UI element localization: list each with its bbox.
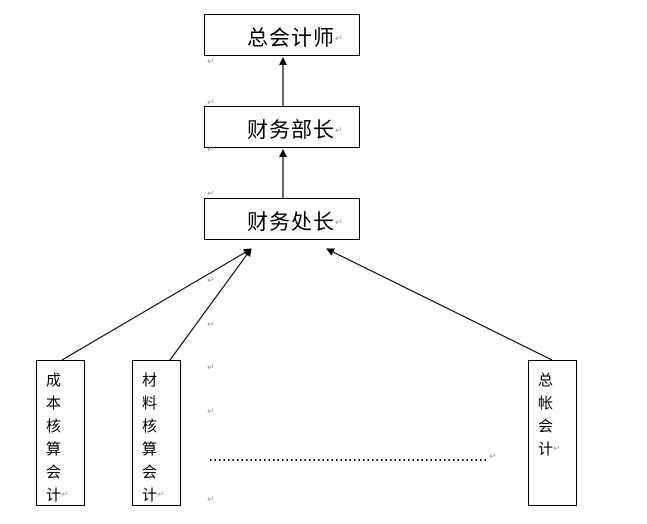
paragraph-mark-icon: ↵ bbox=[207, 495, 215, 505]
node-label: 成 本 核 算 会 计↵ bbox=[46, 369, 69, 507]
edge-material-to-director bbox=[169, 248, 252, 361]
paragraph-mark-icon: ↵ bbox=[157, 490, 165, 500]
paragraph-mark-icon: ↵ bbox=[61, 490, 69, 500]
paragraph-mark-icon: ↵ bbox=[207, 363, 215, 373]
char: 帐 bbox=[538, 394, 554, 412]
paragraph-mark-icon: ↵ bbox=[335, 218, 344, 228]
paragraph-mark-icon: ↵ bbox=[335, 34, 344, 44]
char: 会 bbox=[46, 463, 62, 481]
paragraph-mark-icon: ↵ bbox=[207, 320, 215, 330]
node-material-accountant: 材 料 核 算 会 计↵ bbox=[132, 360, 181, 506]
node-label: 总会计师 bbox=[247, 26, 335, 50]
char: 计 bbox=[142, 486, 158, 504]
node-label: 总 帐 会 计↵ bbox=[538, 369, 561, 461]
paragraph-mark-icon: ↵ bbox=[207, 276, 215, 286]
paragraph-mark-icon: ↵ bbox=[207, 57, 215, 67]
paragraph-mark-icon: ↵ bbox=[553, 444, 561, 454]
node-cost-accountant: 成 本 核 算 会 计↵ bbox=[36, 360, 85, 506]
char: 本 bbox=[46, 394, 62, 412]
paragraph-mark-icon: ↵ bbox=[207, 145, 215, 155]
node-label: 财务部长 bbox=[247, 118, 335, 142]
char: 会 bbox=[538, 417, 554, 435]
char: 会 bbox=[142, 463, 158, 481]
paragraph-mark-icon: ↵ bbox=[207, 98, 215, 108]
char: 计 bbox=[46, 486, 62, 504]
edge-ledger-to-director bbox=[326, 248, 553, 361]
paragraph-mark-icon: ↵ bbox=[489, 452, 497, 462]
char: 算 bbox=[46, 440, 62, 458]
node-general-ledger-accountant: 总 帐 会 计↵ bbox=[528, 360, 577, 506]
char: 料 bbox=[142, 394, 158, 412]
char: 成 bbox=[46, 371, 62, 389]
node-label: 材 料 核 算 会 计↵ bbox=[142, 369, 165, 507]
char: 核 bbox=[46, 417, 62, 435]
paragraph-mark-icon: ↵ bbox=[207, 407, 215, 417]
char: 算 bbox=[142, 440, 158, 458]
node-finance-minister: 财务部长↵ bbox=[204, 106, 360, 148]
paragraph-mark-icon: ↵ bbox=[207, 189, 215, 199]
char: 总 bbox=[538, 371, 554, 389]
char: 材 bbox=[142, 371, 158, 389]
node-chief-accountant: 总会计师↵ bbox=[204, 14, 360, 56]
edge-cost-to-director bbox=[61, 248, 252, 361]
node-finance-director: 财务处长↵ bbox=[204, 198, 360, 240]
char: 计 bbox=[538, 440, 554, 458]
char: 核 bbox=[142, 417, 158, 435]
node-label: 财务处长 bbox=[247, 210, 335, 234]
paragraph-mark-icon: ↵ bbox=[335, 126, 344, 136]
